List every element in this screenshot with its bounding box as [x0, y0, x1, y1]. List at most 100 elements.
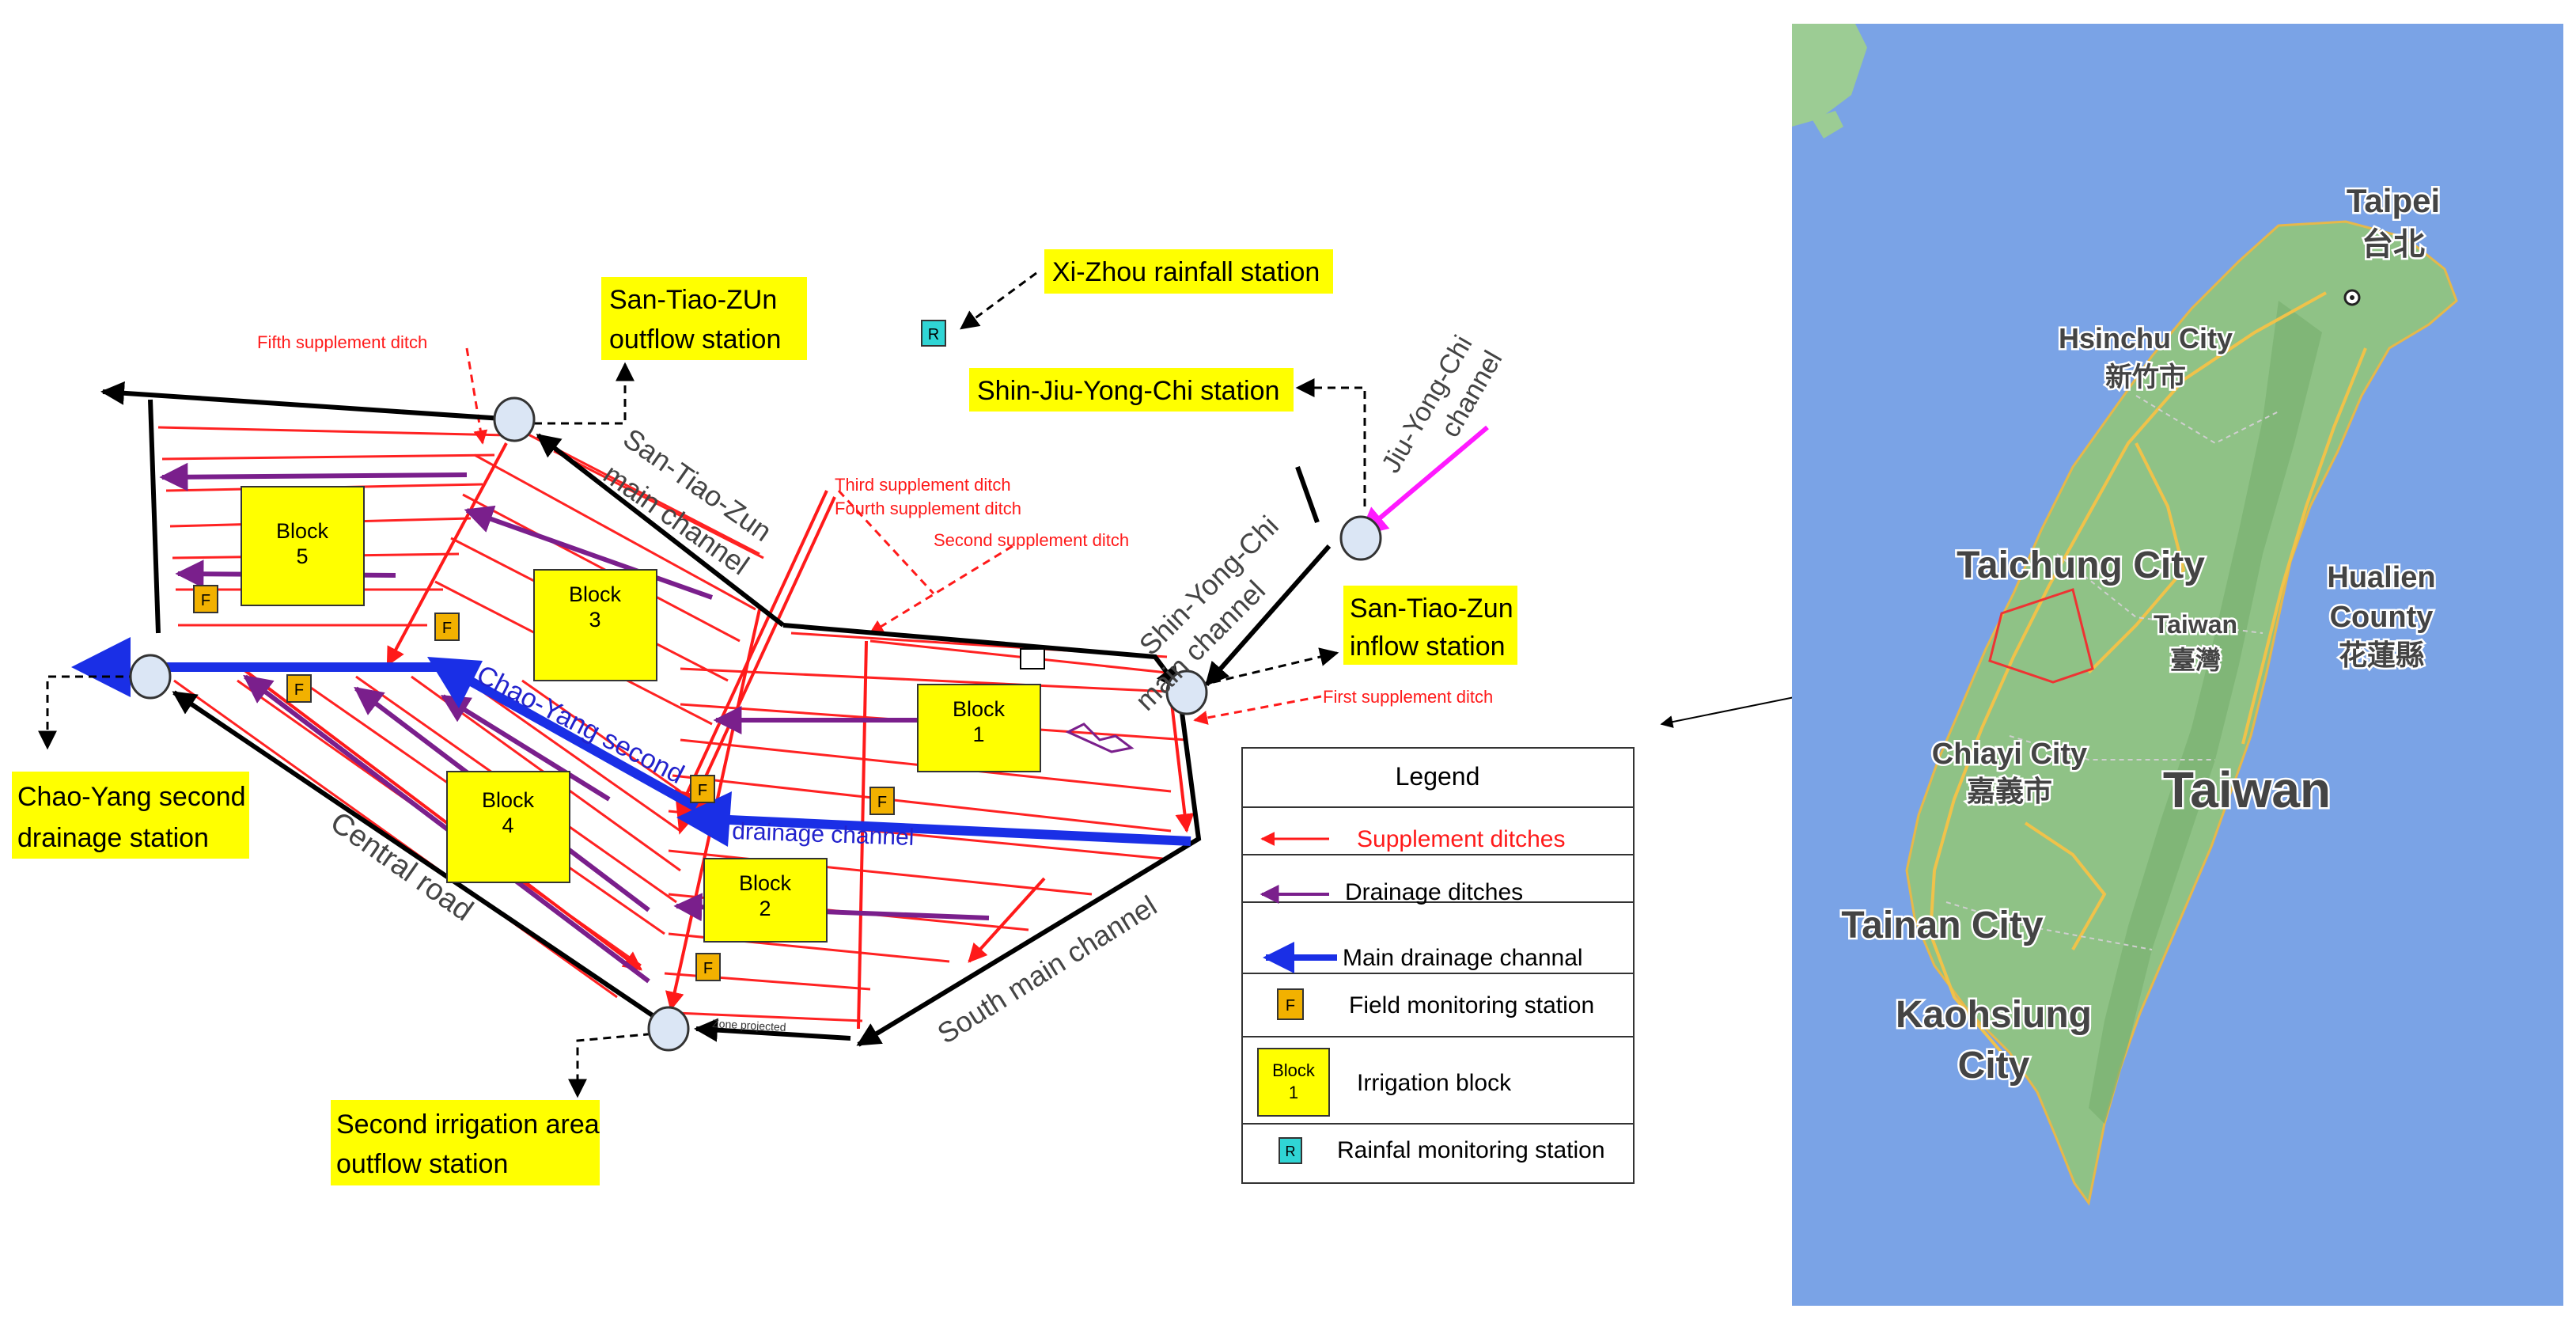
field-station-f4: F: [690, 775, 715, 803]
map-label-hsinchu-zh: 新竹市: [2105, 362, 2186, 393]
santiaozun-inflow-node: [1165, 669, 1208, 715]
svg-text:R: R: [1286, 1144, 1296, 1159]
block-4-word: Block: [482, 788, 535, 812]
station-nodes: [129, 396, 1382, 1052]
svg-text:F: F: [442, 620, 452, 637]
legend-field-station: Field monitoring station: [1349, 992, 1594, 1018]
legend-supplement: Supplement ditches: [1357, 826, 1566, 852]
field-station-f1: F: [193, 585, 218, 613]
block-3-word: Block: [569, 582, 622, 606]
svg-text:F: F: [294, 681, 304, 699]
map-label-taiwan-big: Taiwan: [2163, 761, 2331, 818]
svg-text:F: F: [703, 960, 713, 977]
second-irrigation-node: [647, 1006, 690, 1052]
map-label-chiayi-zh: 嘉義市: [1967, 775, 2052, 807]
map-label-taipei-zh: 台北: [2362, 227, 2425, 262]
label-first-ditch: First supplement ditch: [1323, 687, 1493, 707]
svg-text:R: R: [928, 326, 939, 343]
block-2: Block 2: [703, 858, 828, 943]
svg-text:1: 1: [1289, 1083, 1298, 1102]
jiu-yong-chi-channel-line: [1358, 425, 1489, 537]
islet: [1812, 111, 1843, 138]
county-boundaries: [1945, 395, 2279, 950]
chaoyang-node: [129, 654, 172, 700]
legend: Legend Supplement ditches Drainage ditch…: [1241, 747, 1635, 1184]
mainland-corner: [1792, 24, 1867, 127]
santiaozun-outflow-node: [493, 396, 536, 442]
label-chaoyang-1: Chao-Yang second: [17, 782, 246, 812]
field-station-markers: F F F F F F: [193, 585, 895, 981]
station-leader-lines: [38, 271, 1366, 1098]
label-second-irrigation-2: outflow station: [336, 1149, 508, 1179]
map-label-kaohsiung-1: Kaohsiung: [1896, 994, 2092, 1036]
map-label-hualien-1: Hualien: [2327, 561, 2435, 594]
road-network: [1928, 291, 2367, 1054]
field-station-f3: F: [286, 674, 312, 703]
label-santiaozun-outflow-2: outflow station: [609, 324, 781, 355]
legend-title: Legend: [1396, 762, 1480, 791]
label-second-ditch: Second supplement ditch: [934, 530, 1129, 550]
legend-field-swatch: [1277, 988, 1304, 1020]
block-4-num: 4: [502, 814, 513, 837]
map-label-taiwan-small-en: Taiwan: [2154, 610, 2237, 639]
map-label-chiayi-en: Chiayi City: [1932, 738, 2087, 771]
map-label-hualien-2: County: [2330, 601, 2434, 634]
map-label-taichung-en: Taichung City: [1957, 544, 2205, 586]
block-5-num: 5: [296, 544, 308, 568]
map-label-hsinchu-en: Hsinchu City: [2059, 322, 2233, 355]
study-area-outline: [1988, 588, 2094, 684]
label-fifth-ditch: Fifth supplement ditch: [257, 332, 427, 352]
central-mountains: [2089, 301, 2322, 1124]
legend-rain-station: Rainfal monitoring station: [1337, 1137, 1605, 1163]
block-1-num: 1: [972, 723, 984, 746]
main-drainage-channel: [71, 637, 1191, 847]
ditch-leader-lines: [465, 347, 1322, 725]
legend-rain-swatch: [1279, 1137, 1302, 1164]
map-label-kaohsiung-2: City: [1958, 1045, 2030, 1087]
label-nonprojected: Zone projected: [712, 1017, 786, 1034]
drainage-squiggle: [1065, 723, 1135, 753]
station-labels: Xi-Zhou rainfall station San-Tiao-ZUn ou…: [12, 249, 1517, 1185]
label-xizhou: Xi-Zhou rainfall station: [1052, 257, 1320, 287]
block-1-word: Block: [953, 697, 1006, 721]
map-label-tainan-en: Tainan City: [1841, 905, 2043, 946]
map-label-taipei-en: Taipei: [2347, 182, 2440, 219]
label-santiaozun-inflow-2: inflow station: [1350, 632, 1506, 662]
ditch-labels: Fifth supplement ditch Third supplement …: [257, 332, 1493, 707]
label-santiaozun-outflow-1: San-Tiao-ZUn: [609, 285, 777, 315]
field-station-f6: F: [695, 953, 721, 981]
svg-text:F: F: [1286, 997, 1295, 1015]
map-label-hualien-zh: 花蓮縣: [2339, 639, 2424, 671]
block-2-num: 2: [759, 897, 771, 920]
map-labels: Taipei 台北 Hsinchu City 新竹市 Taichung City…: [1839, 180, 2442, 1089]
block-2-word: Block: [739, 871, 792, 895]
label-third-ditch: Third supplement ditch: [835, 475, 1011, 495]
map-label-taiwan-small-zh: 臺灣: [2170, 646, 2221, 674]
label-second-irrigation-1: Second irrigation area: [336, 1109, 600, 1140]
label-south-main: South main channel: [932, 889, 1163, 1049]
svg-text:F: F: [698, 782, 707, 799]
svg-text:Block: Block: [1272, 1060, 1316, 1080]
svg-text:F: F: [201, 592, 210, 609]
label-santiaozun-inflow-1: San-Tiao-Zun: [1350, 594, 1513, 624]
taiwan-map: Taipei 台北 Hsinchu City 新竹市 Taichung City…: [1792, 24, 2563, 1306]
block-3: Block 3: [533, 569, 657, 681]
legend-irrigation-block: Irrigation block: [1357, 1070, 1512, 1096]
block-1: Block 1: [917, 684, 1041, 772]
block-5-word: Block: [276, 519, 329, 543]
small-structure: [1020, 648, 1045, 669]
block-4: Block 4: [446, 771, 570, 883]
rain-station-marker: R: [921, 320, 946, 347]
label-shinjiu: Shin-Jiu-Yong-Chi station: [977, 376, 1279, 406]
field-station-f2: F: [434, 613, 460, 641]
block-5: Block 5: [241, 486, 365, 606]
label-fourth-ditch: Fourth supplement ditch: [835, 499, 1021, 518]
legend-block-swatch: [1257, 1048, 1330, 1117]
block-3-num: 3: [589, 608, 600, 632]
label-drainage-channel: drainage channel: [732, 818, 915, 851]
legend-drainage: Drainage ditches: [1345, 879, 1523, 905]
svg-text:F: F: [877, 794, 887, 811]
label-chaoyang-2: drainage station: [17, 823, 209, 853]
